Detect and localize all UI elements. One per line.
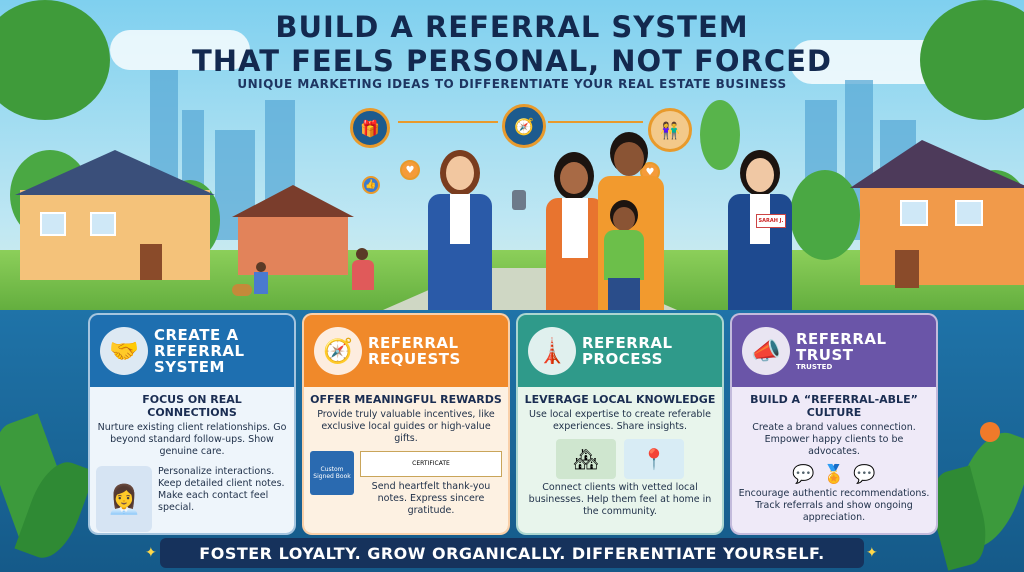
card-title: CREATE A REFERRAL SYSTEM [154,326,245,376]
thumbs-up-icon: 👍 [362,176,380,194]
tree-canopy [0,0,110,120]
child [598,200,648,310]
tree-canopy [790,170,860,260]
card-body: LEVERAGE LOCAL KNOWLEDGE Use local exper… [518,387,722,533]
sparkle-icon: ✦ [145,545,157,561]
card-header: 🗼 REFERRAL PROCESS [518,315,722,387]
card-body: BUILD A “REFERRAL-ABLE” CULTURE Create a… [732,387,936,533]
house-window [955,200,983,226]
house-door [140,244,162,280]
card-referral-requests: 🧭 REFERRAL REQUESTS OFFER MEANINGFUL REW… [302,313,510,535]
sparkle-icon: ✦ [866,545,878,561]
card-text: Use local expertise to create referable … [529,409,711,432]
title-line-1: BUILD A REFERRAL SYSTEM [275,10,749,44]
card-detail: Connect clients with vetted local busine… [528,482,712,517]
family-small [352,248,378,292]
footer-banner-text: FOSTER LOYALTY. GROW ORGANICALLY. DIFFER… [199,543,825,563]
client-woman [540,152,610,310]
card-subheading: OFFER MEANINGFUL REWARDS [310,393,502,406]
couple-avatar-icon: 👫 [648,108,692,152]
house-window [40,212,66,236]
town-icon: 🏘 [556,439,616,479]
house-window [90,212,116,236]
house-door [895,250,919,288]
realtor-woman-right: SARAH J. [720,150,800,310]
custom-book-icon: Custom Signed Book [310,451,354,495]
speech-bubble-icon: 💬 [792,464,815,485]
card-header: 🤝 CREATE A REFERRAL SYSTEM [90,315,294,387]
card-subheading: FOCUS ON REAL CONNECTIONS [142,393,242,419]
child-small [254,262,268,296]
trusted-label: TRUSTED [796,363,833,371]
house-keys-icon [512,190,526,210]
card-body: FOCUS ON REAL CONNECTIONS Nurture existi… [90,387,294,533]
realtor-woman [420,150,500,310]
page-subtitle: UNIQUE MARKETING IDEAS TO DIFFERENTIATE … [237,77,787,91]
card-create-referral-system: 🤝 CREATE A REFERRAL SYSTEM FOCUS ON REAL… [88,313,296,535]
card-referral-trust: 📣 REFERRAL TRUST TRUSTED BUILD A “REFERR… [730,313,938,535]
card-referral-process: 🗼 REFERRAL PROCESS LEVERAGE LOCAL KNOWLE… [516,313,724,535]
name-badge: SARAH J. [756,214,786,228]
dog-icon [232,284,252,296]
agent-with-notes-icon: 👩‍💼 [96,466,152,532]
card-body: OFFER MEANINGFUL REWARDS Provide truly v… [304,387,508,533]
title-line-2: THAT FEELS PERSONAL, NOT FORCED [191,44,832,78]
map-pin-icon: 📍 [624,439,684,479]
card-header: 📣 REFERRAL TRUST TRUSTED [732,315,936,387]
megaphone-icon: 📣 [742,327,790,375]
compass-gift-icon: 🧭 [314,327,362,375]
footer-banner: FOSTER LOYALTY. GROW ORGANICALLY. DIFFER… [160,538,864,568]
house-right [860,185,1024,285]
heart-icon: ♥ [400,160,420,180]
card-detail: Send heartfelt thank-you notes. Express … [371,481,491,516]
cloud [110,30,250,70]
tree-canopy [700,100,740,170]
handshake-gear-icon: 🤝 [100,327,148,375]
flower-icon [980,422,1000,442]
tree-canopy [920,0,1024,120]
card-text: Nurture existing client relationships. G… [97,422,287,457]
card-title: REFERRAL TRUST [796,330,887,364]
speech-bubble-icon: 💬 [853,464,876,485]
card-subheading: LEVERAGE LOCAL KNOWLEDGE [524,393,716,406]
card-text: Create a brand values connection. Empowe… [752,422,916,457]
card-header: 🧭 REFERRAL REQUESTS [304,315,508,387]
verified-badge-icon: 🏅 [822,464,846,485]
compass-icon: 🧭 [502,104,546,148]
page-title: BUILD A REFERRAL SYSTEM THAT FEELS PERSO… [0,10,1024,78]
card-detail: Personalize interactions. Keep detailed … [158,466,285,513]
house-window [900,200,928,226]
lighthouse-icon: 🗼 [528,327,576,375]
card-title: REFERRAL REQUESTS [368,334,461,368]
certificate-icon: CERTIFICATE [360,451,502,477]
connection-arrows [398,121,643,123]
gift-icon: 🎁 [350,108,390,148]
card-detail: Encourage authentic recommendations. Tra… [738,488,930,523]
card-title: REFERRAL PROCESS [582,334,673,368]
card-text: Provide truly valuable incentives, like … [317,409,495,444]
card-subheading: BUILD A “REFERRAL-ABLE” CULTURE [750,393,918,419]
